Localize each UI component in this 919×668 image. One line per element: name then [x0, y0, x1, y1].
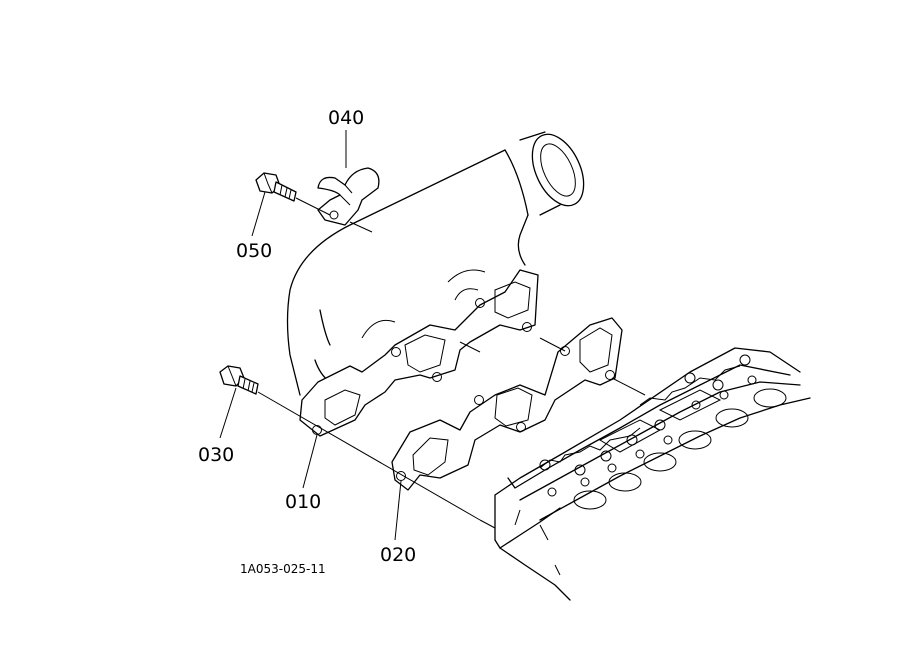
- exhaust-manifold: [286, 131, 585, 437]
- flange-bolt: [219, 365, 259, 395]
- part-label-030: 030: [198, 444, 234, 466]
- drawing-code: 1A053-025-11: [240, 562, 326, 576]
- manifold-gasket: [391, 317, 623, 491]
- cylinder-head: [494, 347, 811, 601]
- part-label-040: 040: [328, 107, 364, 129]
- part-label-010: 010: [285, 491, 321, 513]
- pipe-clamp: [317, 167, 380, 226]
- leader-lines: [219, 130, 646, 541]
- part-label-020: 020: [380, 544, 416, 566]
- part-label-050: 050: [236, 240, 272, 262]
- clamp-bolt: [255, 172, 297, 202]
